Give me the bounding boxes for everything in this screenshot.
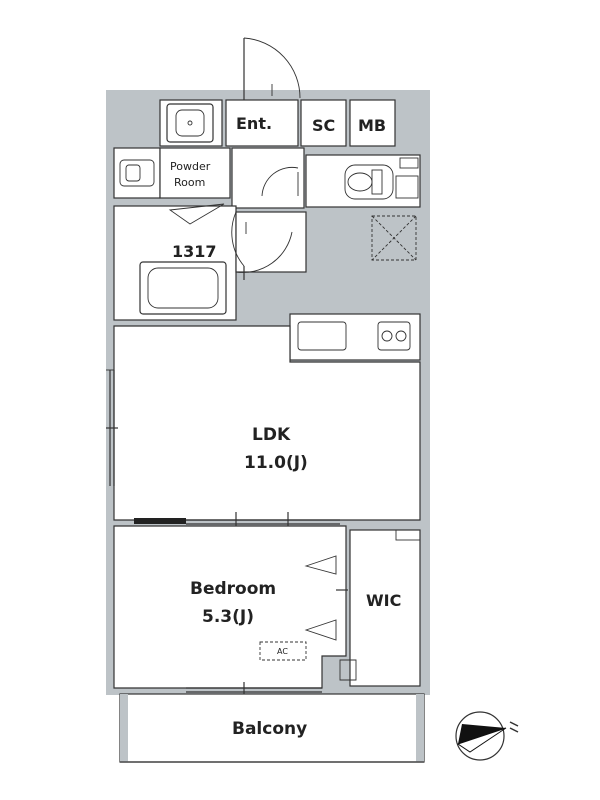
fridge-space-icon	[371, 215, 417, 261]
balcony	[119, 693, 425, 763]
ldk-size-label: 11.0(J)	[244, 453, 308, 473]
ldk-label: LDK	[252, 425, 291, 445]
ldk-room	[106, 325, 421, 521]
balcony-label: Balcony	[232, 719, 307, 739]
toilet-sink-icon	[166, 103, 214, 143]
bath-label: 1317	[172, 242, 217, 261]
entrance-label: Ent.	[236, 114, 272, 133]
sliding-partition	[134, 512, 340, 530]
toilet-icon	[344, 157, 419, 200]
kitchen-counter	[289, 313, 421, 361]
wash-basin-icon	[119, 159, 155, 187]
bedroom-label: Bedroom	[190, 579, 276, 599]
wic-room	[339, 529, 421, 687]
meter-box-label: MB	[358, 116, 386, 135]
powder-room-label-1: Powder	[170, 160, 211, 173]
wic-label: WIC	[366, 591, 401, 610]
bedroom-size-label: 5.3(J)	[202, 607, 254, 627]
bathtub-icon	[139, 203, 227, 315]
bedroom-room	[113, 525, 348, 689]
shoe-closet-label: SC	[312, 116, 335, 135]
entrance-door	[243, 37, 301, 100]
hall-doors	[231, 166, 299, 280]
utility-block	[113, 99, 421, 321]
north-arrow-icon	[455, 711, 519, 761]
ac-label: AC	[277, 647, 288, 656]
powder-room-label-2: Room	[174, 176, 205, 189]
